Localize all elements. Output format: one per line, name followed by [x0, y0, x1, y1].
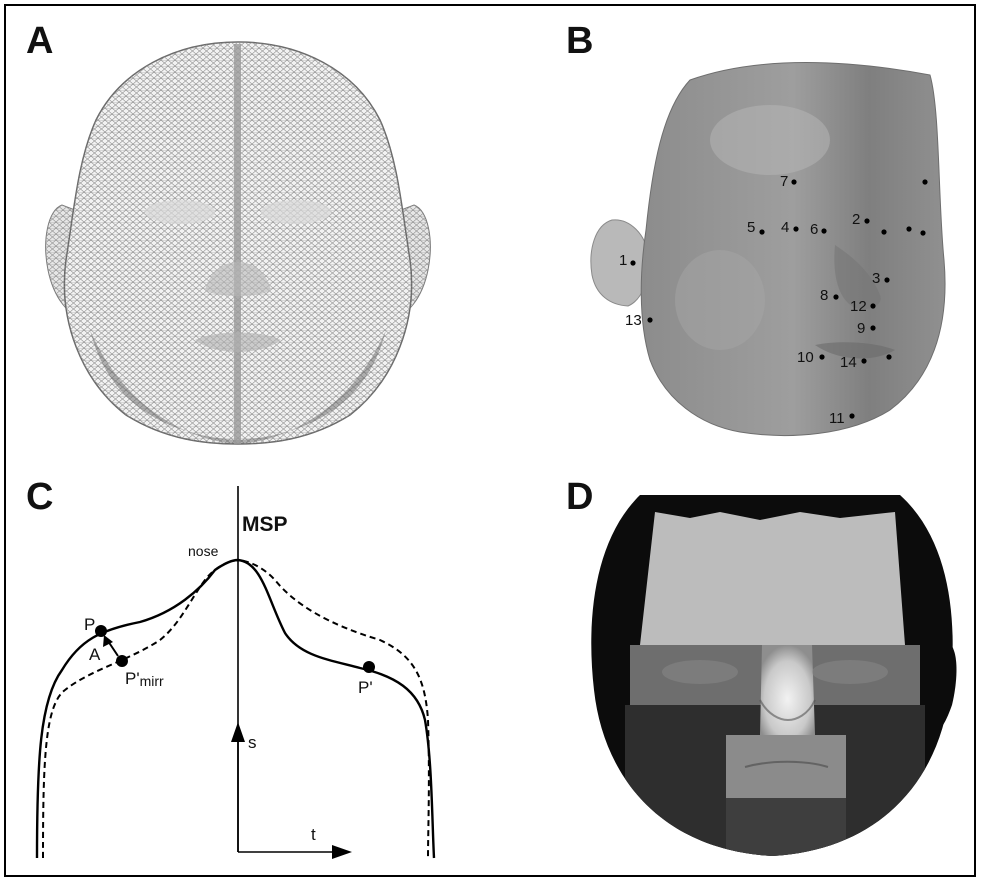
region-chin [726, 798, 846, 858]
region-nose [760, 645, 815, 735]
region-forehead [640, 512, 905, 645]
